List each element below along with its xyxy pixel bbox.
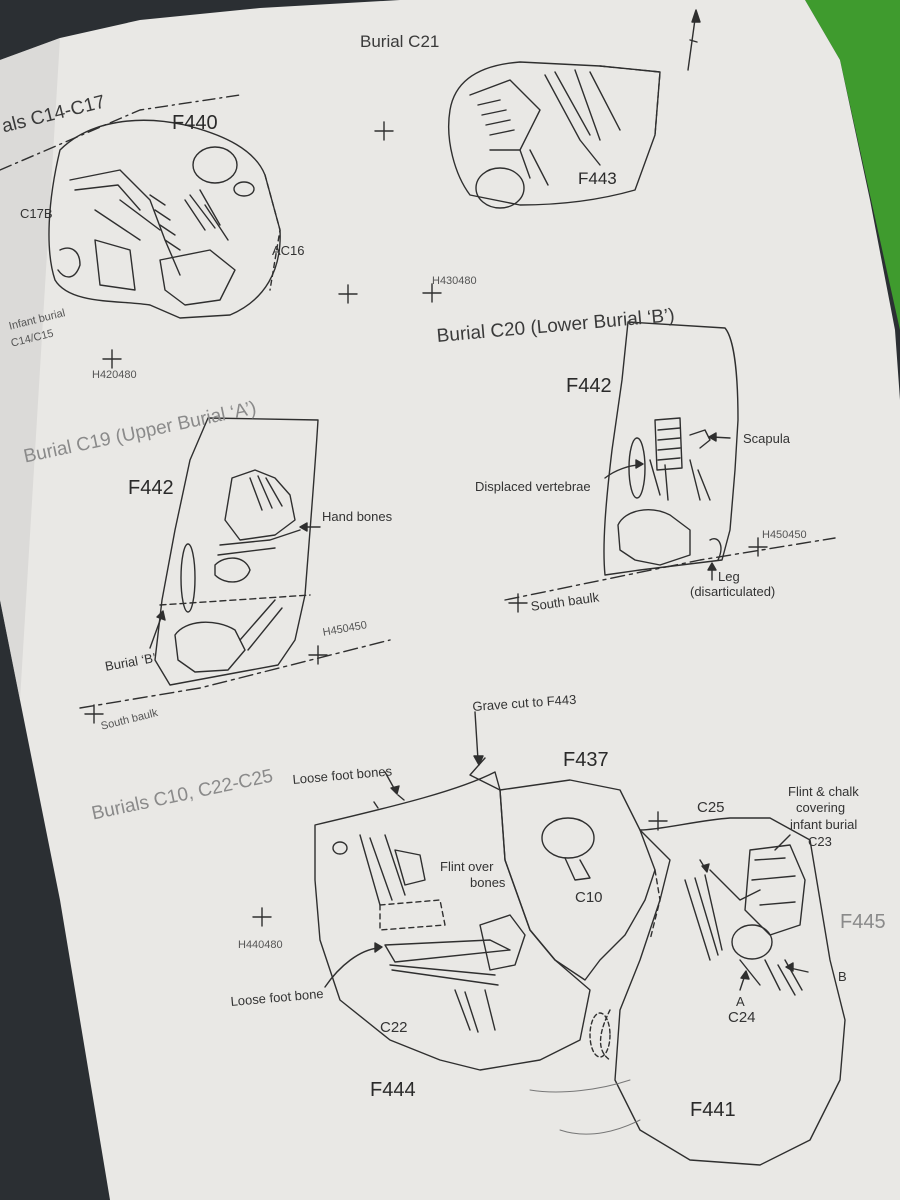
label-c24: C24	[728, 1009, 756, 1026]
grid-cross-h450450-c20	[748, 537, 768, 557]
grid-cross-c25	[648, 811, 668, 831]
plan-f440	[0, 94, 281, 319]
grid-label-h440480: H440480	[238, 939, 283, 951]
feature-f442-c19: F442	[128, 477, 174, 499]
plan-f442-c19	[79, 417, 391, 709]
grid-label-h450450-c20: H450450	[762, 529, 807, 541]
label-displaced-vertebrae: Displaced vertebrae	[475, 479, 591, 494]
feature-f445: F445	[840, 911, 886, 933]
feature-f442-c20: F442	[566, 375, 612, 397]
label-flint-over: Flint over	[440, 859, 494, 874]
leader-lines-c10	[324, 711, 484, 988]
grid-cross-c21	[374, 121, 394, 141]
label-hand-bones: Hand bones	[322, 509, 393, 524]
label-leg: Leg	[718, 569, 740, 584]
label-scapula: Scapula	[743, 431, 790, 446]
page-gutter-shadow	[0, 38, 60, 700]
feature-f441: F441	[690, 1099, 736, 1121]
grid-cross-c19-left	[84, 704, 104, 724]
label-covering: covering	[796, 800, 846, 815]
plan-f437	[469, 757, 656, 981]
label-bones: bones	[470, 875, 506, 890]
grid-cross-h420480	[102, 349, 122, 369]
plan-f443	[448, 61, 661, 209]
grid-cross-h440480	[252, 907, 272, 927]
grid-cross-c20-left	[508, 593, 528, 613]
label-ac16: AC16	[272, 243, 305, 258]
label-a: A	[736, 994, 745, 1009]
label-c22: C22	[380, 1019, 408, 1036]
label-b: B	[838, 969, 847, 984]
grid-label-h430480: H430480	[432, 275, 477, 287]
label-c23: C23	[808, 834, 832, 849]
label-c17b: C17B	[20, 206, 53, 221]
plan-f444	[314, 771, 591, 1071]
label-flint-chalk: Flint & chalk	[788, 784, 859, 799]
grid-cross-c14-right	[338, 284, 358, 304]
label-c25: C25	[697, 799, 725, 816]
arrows-c20	[604, 432, 731, 581]
north-arrow-icon	[687, 9, 701, 71]
plan-f442-c20	[504, 321, 836, 601]
grid-label-h420480: H420480	[92, 369, 137, 381]
feature-f443-top: F443	[578, 169, 617, 188]
feature-f437: F437	[563, 749, 609, 771]
grid-cross-h450450-c19	[308, 645, 328, 665]
grid-cross-h430480	[422, 283, 442, 303]
label-c10: C10	[575, 889, 603, 906]
title-burial-c21: Burial C21	[360, 32, 440, 51]
label-disarticulated: (disarticulated)	[690, 584, 776, 599]
plan-f441-f445	[529, 817, 846, 1166]
green-cover-edge	[805, 0, 900, 330]
arrows-c19	[149, 522, 321, 649]
feature-f440: F440	[172, 112, 218, 134]
label-infant-burial-c23: infant burial	[790, 817, 858, 832]
feature-f444: F444	[370, 1079, 416, 1101]
